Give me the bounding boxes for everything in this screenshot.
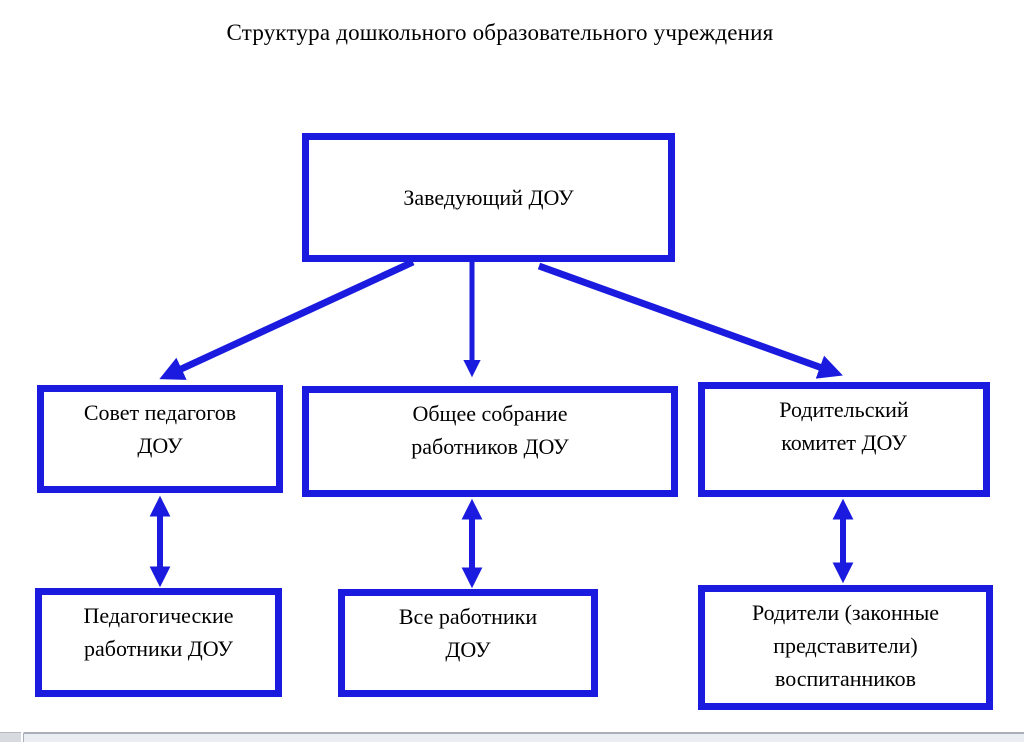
- node-parent-committee: Родительский комитет ДОУ: [698, 382, 990, 497]
- arrow-head-to-parent-committee: [537, 262, 843, 379]
- horizontal-scrollbar[interactable]: [0, 732, 1024, 742]
- node-head-of-dou: Заведующий ДОУ: [302, 133, 675, 262]
- scrollbar-thumb[interactable]: [23, 732, 1024, 742]
- node-pedagogical-workers: Педагогические работники ДОУ: [35, 588, 282, 697]
- node-parents-legal-representatives: Родители (законные представители) воспит…: [698, 585, 993, 710]
- node-all-workers: Все работники ДОУ: [338, 589, 598, 697]
- node-teachers-council: Совет педагогов ДОУ: [37, 385, 283, 493]
- node-general-assembly: Общее собрание работников ДОУ: [302, 386, 678, 497]
- scrollbar-corner-button[interactable]: [0, 732, 21, 742]
- page-title: Структура дошкольного образовательного у…: [226, 20, 774, 45]
- arrow-head-to-council: [159, 258, 415, 380]
